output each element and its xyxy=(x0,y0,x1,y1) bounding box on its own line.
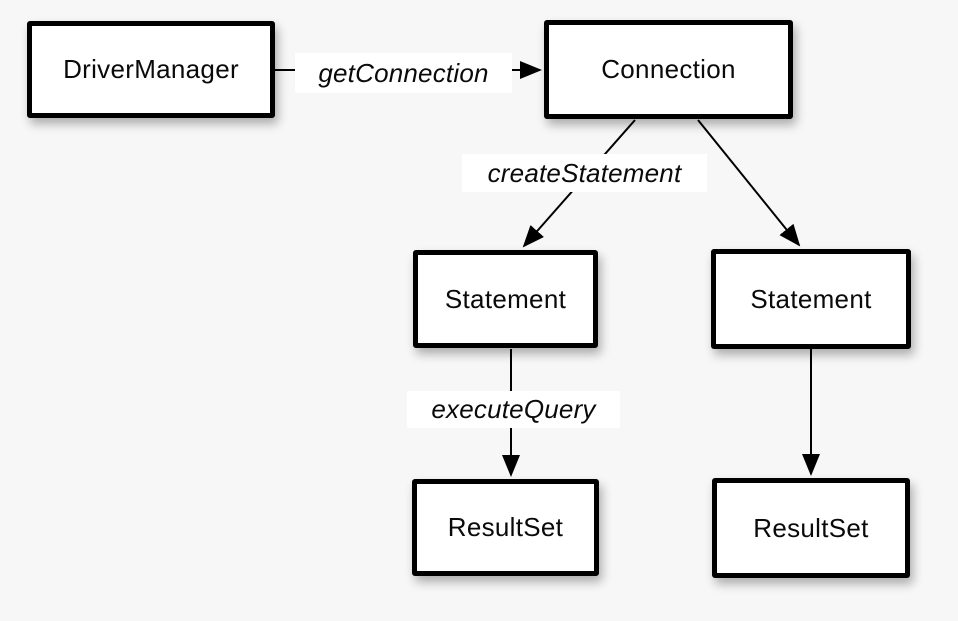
edge-label-executequery: executeQuery xyxy=(407,391,620,428)
edge-label-createstatement: createStatement xyxy=(462,154,707,192)
node-connection: Connection xyxy=(544,20,793,119)
edge-connection-to-statement-right-arrow xyxy=(697,119,801,247)
node-drivermanager: DriverManager xyxy=(27,21,275,118)
node-resultset-right: ResultSet xyxy=(712,478,910,578)
edge-label-getconnection: getConnection xyxy=(295,53,512,93)
node-statement-right: Statement xyxy=(711,249,911,349)
node-resultset-left: ResultSet xyxy=(412,479,599,576)
node-statement-left: Statement xyxy=(413,250,598,348)
